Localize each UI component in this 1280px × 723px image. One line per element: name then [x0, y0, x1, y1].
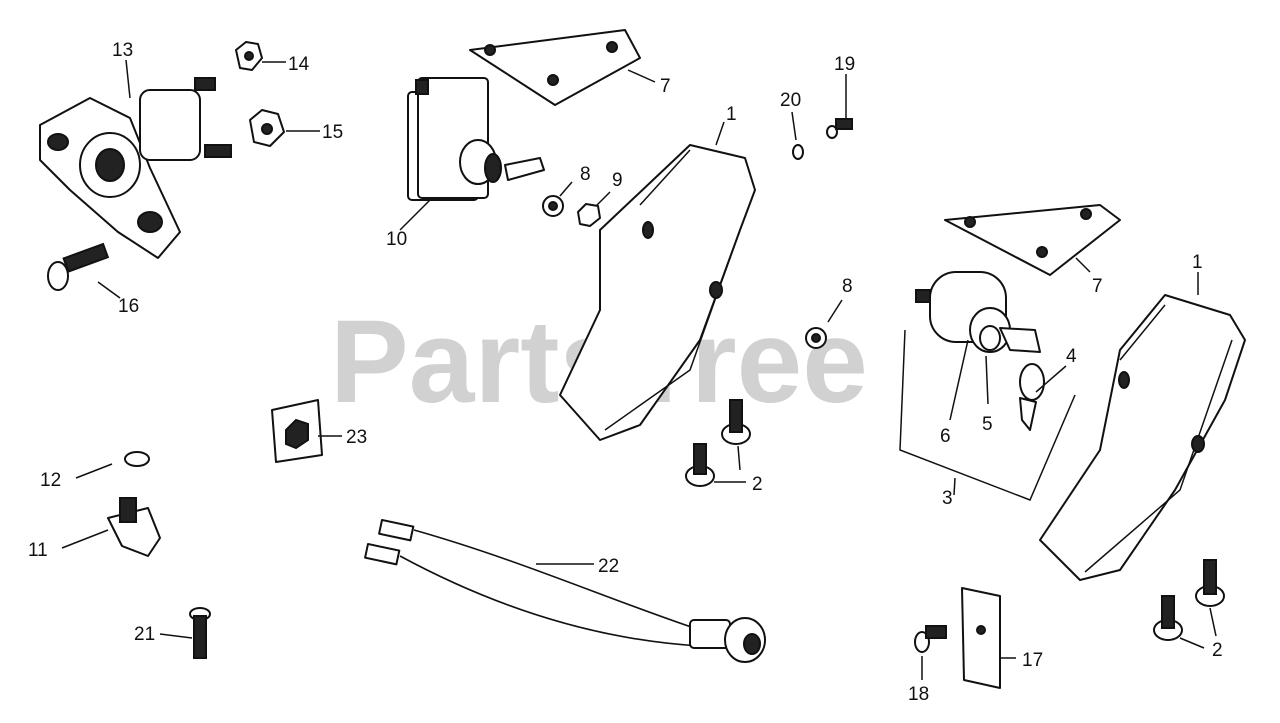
- callout-4: 4: [1066, 346, 1077, 367]
- callout-13: 13: [112, 40, 133, 61]
- callout-14: 14: [288, 54, 310, 75]
- callout-18: 18: [908, 684, 929, 705]
- part-terminal-11: [107, 497, 161, 557]
- callout-7-top: 7: [660, 76, 671, 97]
- part-clip-20: [792, 144, 804, 160]
- part-plate-7-right: [944, 204, 1121, 276]
- callout-19: 19: [834, 54, 855, 75]
- callout-5: 5: [982, 414, 993, 435]
- part-plate-23: [271, 399, 323, 463]
- part-washer-8b: [805, 327, 827, 349]
- callout-16: 16: [118, 296, 139, 317]
- part-wire-harness: [364, 519, 766, 663]
- callout-15: 15: [322, 122, 343, 143]
- callout-7-right: 7: [1092, 276, 1103, 297]
- part-nut-15: [249, 109, 285, 147]
- part-screw-18: [914, 625, 947, 653]
- part-washer-12: [124, 451, 150, 467]
- callout-23: 23: [346, 427, 367, 448]
- part-nut-14: [235, 41, 263, 71]
- callout-10: 10: [386, 229, 407, 250]
- part-screws-2-left: [685, 399, 751, 487]
- callout-22: 22: [598, 556, 619, 577]
- part-bolt-16: [47, 242, 110, 291]
- callout-1-left: 1: [726, 104, 737, 125]
- callout-11: 11: [28, 540, 48, 561]
- part-screws-2-right: [1153, 559, 1225, 641]
- callout-2-right: 2: [1212, 640, 1223, 661]
- part-solenoid: [39, 77, 232, 259]
- part-screw-21: [189, 607, 211, 659]
- callout-12: 12: [40, 470, 61, 491]
- callout-2-left: 2: [752, 474, 763, 495]
- part-ignition-switch: [915, 271, 1045, 431]
- part-plate-7-top: [469, 29, 641, 106]
- part-nut-9: [577, 203, 601, 227]
- callout-1-right: 1: [1192, 252, 1203, 273]
- callout-17: 17: [1022, 650, 1043, 671]
- callout-21: 21: [134, 624, 155, 645]
- part-cover-1-left: [559, 144, 756, 441]
- part-toggle-switch: [407, 77, 545, 201]
- callout-labels: 13 14 15 16 10 7 8 9 1 20 19 7 1 8 4 6 5…: [28, 40, 1223, 705]
- callout-8-right: 8: [842, 276, 853, 297]
- part-cover-1-right: [1039, 294, 1246, 581]
- callout-6: 6: [940, 426, 951, 447]
- part-washer-8a: [542, 195, 564, 217]
- callout-9: 9: [612, 170, 623, 191]
- callout-20: 20: [780, 90, 801, 111]
- part-bracket-17: [961, 587, 1001, 689]
- callout-8-left: 8: [580, 164, 591, 185]
- callout-3: 3: [942, 488, 953, 509]
- part-screw-19: [826, 118, 853, 139]
